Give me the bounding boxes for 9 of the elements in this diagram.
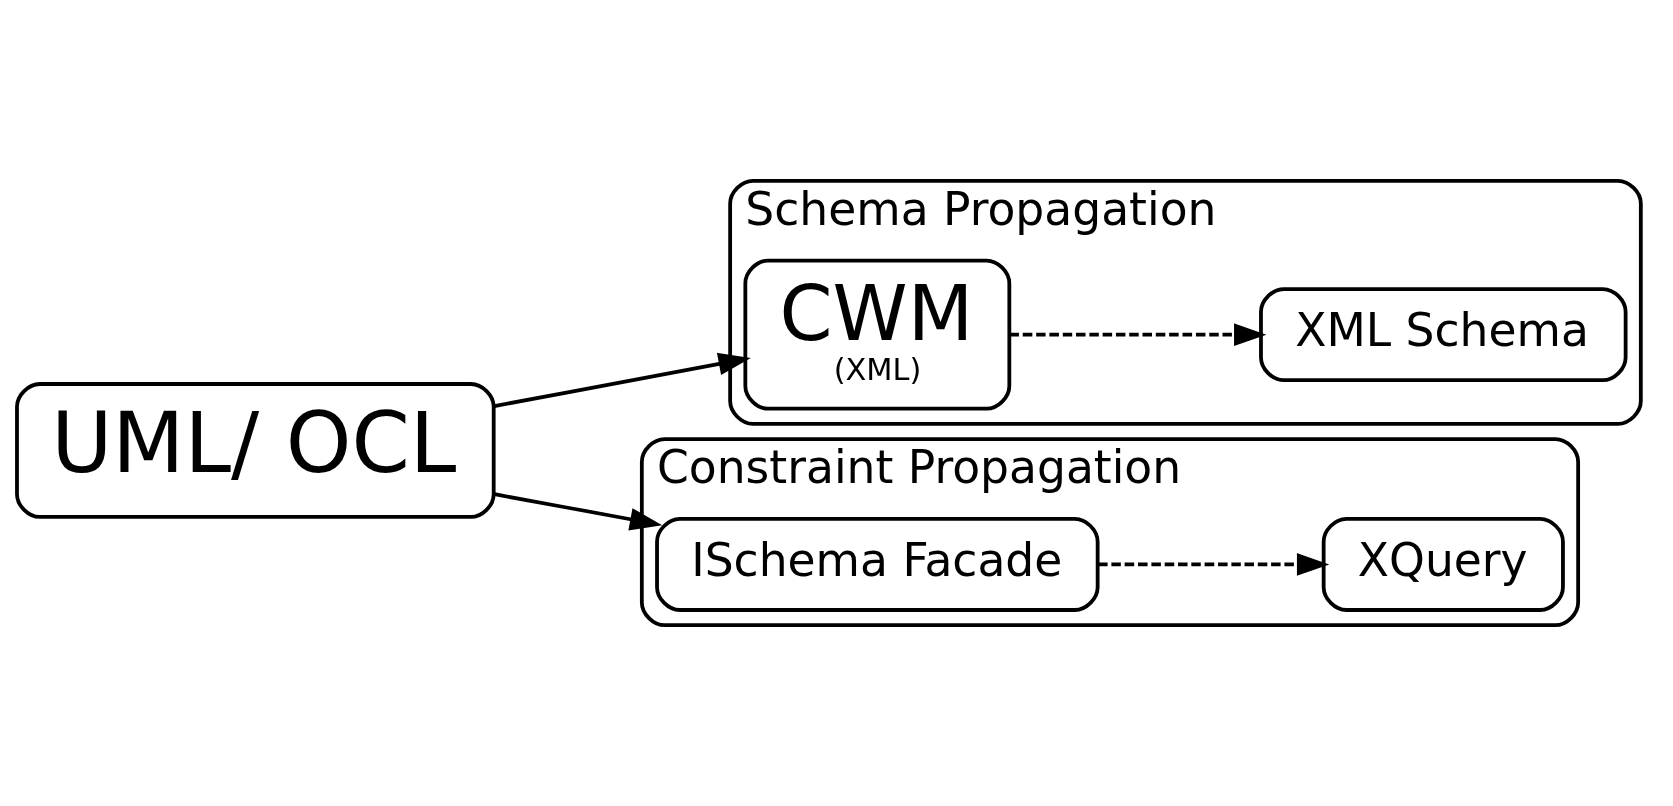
- arrow: [1098, 553, 1330, 576]
- arrow: [494, 492, 663, 531]
- node-box: CWM (XML): [743, 258, 1012, 411]
- node-box: XQuery: [1321, 516, 1565, 612]
- node-box: ISchema Facade: [655, 516, 1100, 612]
- arrow: [494, 352, 751, 408]
- arrow: [1009, 323, 1267, 346]
- node-box: XML Schema: [1259, 287, 1628, 383]
- node-box: UML/ OCL: [15, 382, 496, 519]
